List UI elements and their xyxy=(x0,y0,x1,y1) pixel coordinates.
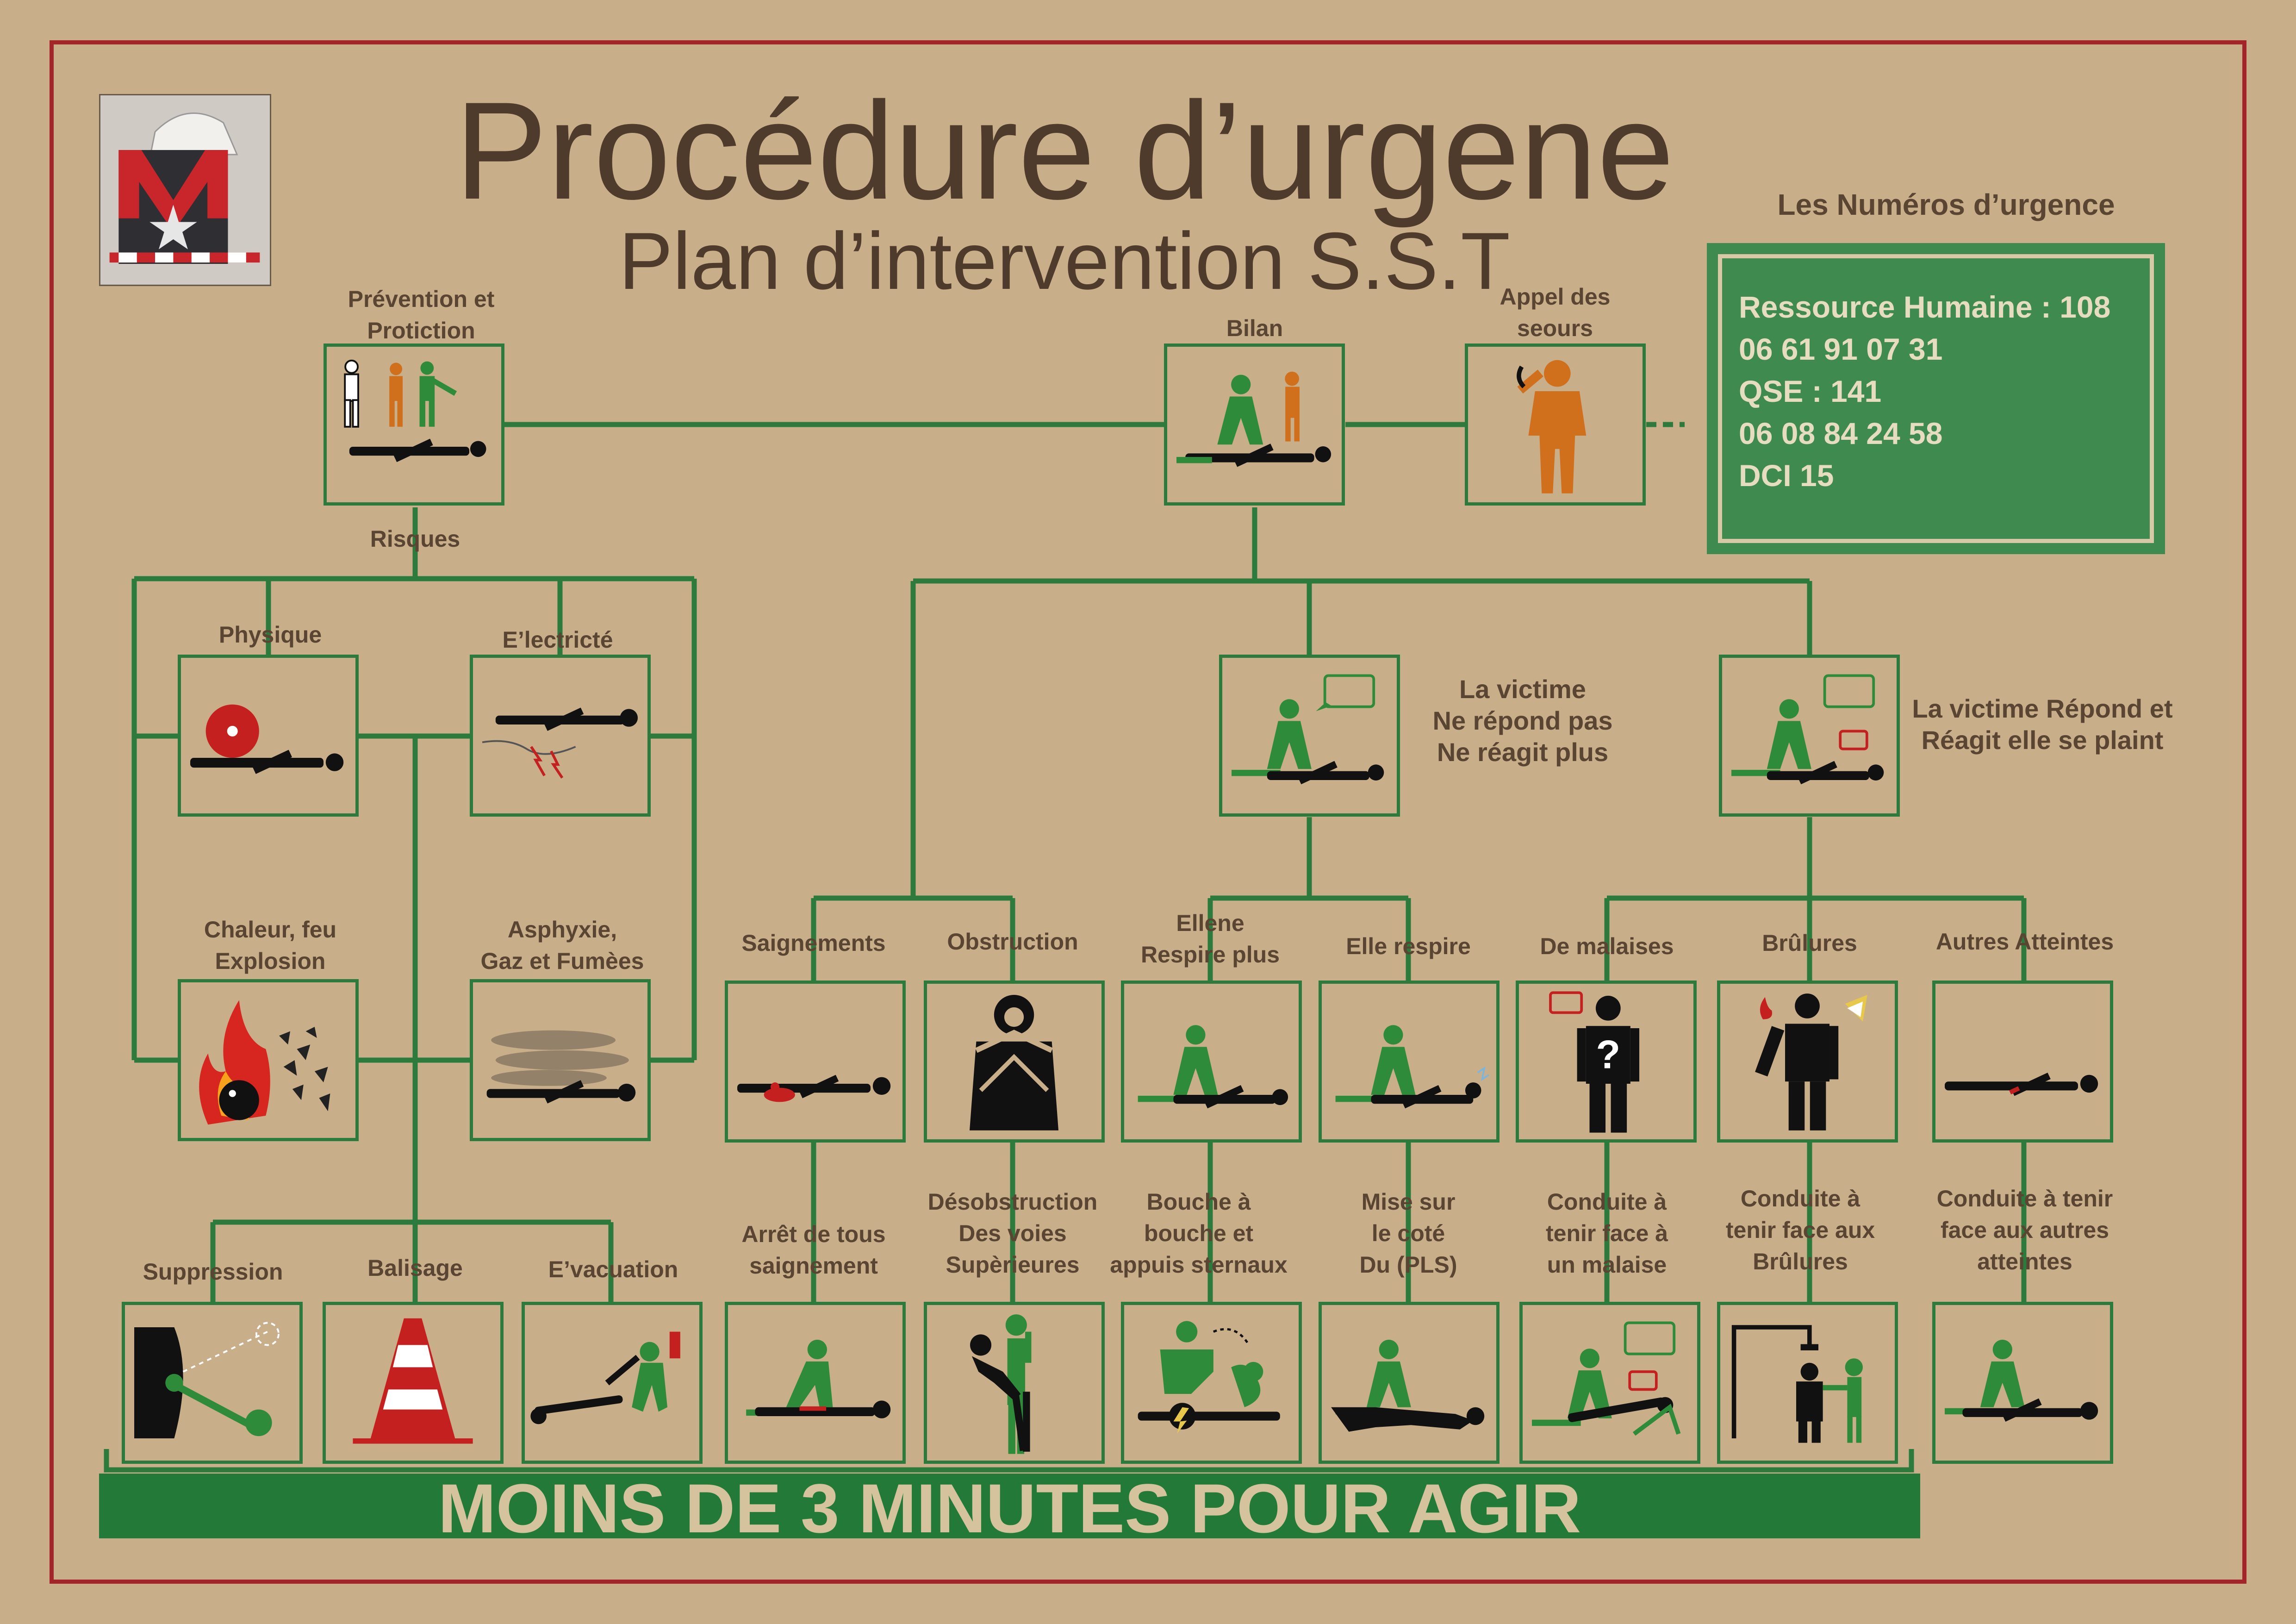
gas-smoke-icon xyxy=(486,1030,636,1104)
label-balisage: Balisage xyxy=(367,1255,463,1281)
box-prevention xyxy=(324,344,504,506)
label-victim-response: La victime Répond et Réagit elle se plai… xyxy=(1912,694,2173,755)
box-arret-saignement xyxy=(725,1302,906,1464)
label-physique: Physique xyxy=(218,622,322,648)
label-chaleur: Chaleur, feu Explosion xyxy=(204,917,337,974)
box-malaises: ? xyxy=(1516,981,1697,1143)
box-chaleur xyxy=(178,979,359,1141)
box-saignements xyxy=(725,981,906,1143)
box-electricite xyxy=(470,655,651,817)
label-bouche-a-bouche: Bouche à bouche et appuis sternaux xyxy=(1110,1189,1288,1278)
choking-person-icon xyxy=(970,995,1059,1131)
emergency-line: DCI 15 xyxy=(1739,458,1834,493)
label-risques: Risques xyxy=(370,526,460,552)
breathing-victim-icon xyxy=(1335,1025,1489,1109)
box-appel xyxy=(1465,344,1646,506)
company-logo xyxy=(99,94,271,286)
burned-person-icon xyxy=(1755,993,1867,1131)
bilan-rescuer-icon xyxy=(1176,371,1332,467)
emergency-numbers-panel: Ressource Humaine : 108 06 61 91 07 31 Q… xyxy=(1707,243,2165,554)
svg-text:?: ? xyxy=(1596,1032,1620,1077)
label-elle-respire: Elle respire xyxy=(1346,933,1471,959)
box-pls xyxy=(1319,1302,1500,1464)
box-suppression xyxy=(122,1302,303,1464)
box-autres-atteintes xyxy=(1932,981,2113,1143)
care-unwell-icon xyxy=(1532,1321,1681,1436)
box-victim-no-response xyxy=(1219,655,1400,817)
label-desobstruction: Désobstruction Des voies Supèrieures xyxy=(927,1189,1098,1278)
emergency-line: Ressource Humaine : 108 xyxy=(1739,290,2111,324)
box-obstruction xyxy=(924,981,1105,1143)
box-conduite-brulures xyxy=(1717,1302,1898,1464)
label-appel: Appel des seours xyxy=(1500,284,1611,341)
electricity-hazard-icon xyxy=(482,707,638,779)
box-conduite-autres xyxy=(1932,1302,2113,1464)
label-asphyxie: Asphyxie, Gaz et Fumèes xyxy=(480,917,644,974)
label-obstruction: Obstruction xyxy=(947,929,1078,955)
box-desobstruction xyxy=(924,1302,1105,1464)
evacuation-drag-icon xyxy=(530,1331,680,1424)
emergency-line: 06 61 91 07 31 xyxy=(1739,332,1943,366)
box-physique xyxy=(178,655,359,817)
page-title: Procédure d’urgene xyxy=(454,73,1674,228)
page-subtitle: Plan d’intervention S.S.T xyxy=(618,216,1511,306)
switch-off-icon xyxy=(134,1322,280,1438)
emergency-line: QSE : 141 xyxy=(1739,374,1882,408)
label-conduite-brulures: Conduite à tenir face aux Brûlures xyxy=(1725,1186,1875,1274)
label-ne-respire-plus: Ellene Respire plus xyxy=(1140,910,1280,968)
unconscious-victim-icon xyxy=(1232,674,1384,785)
box-evacuation xyxy=(522,1302,703,1464)
no-breathing-icon xyxy=(1138,1025,1288,1109)
back-blows-icon xyxy=(970,1314,1032,1454)
box-conduite-malaise xyxy=(1519,1302,1700,1464)
physical-hazard-icon xyxy=(190,704,344,774)
label-autres-atteintes: Autres Atteintes xyxy=(1935,929,2114,955)
label-pls: Mise sur le coté Du (PLS) xyxy=(1359,1189,1457,1278)
label-brulures: Brûlures xyxy=(1762,930,1857,956)
cpr-icon xyxy=(1138,1321,1280,1434)
label-conduite-malaise: Conduite à tenir face à un malaise xyxy=(1545,1189,1668,1278)
label-suppression: Suppression xyxy=(143,1259,283,1285)
label-bilan: Bilan xyxy=(1226,315,1283,341)
other-injuries-icon xyxy=(1945,1072,2098,1096)
label-victim-no-response: La victime Ne répond pas Ne réagit plus xyxy=(1432,675,1613,767)
phone-call-person-icon xyxy=(1517,360,1587,493)
bottom-banner: MOINS DE 3 MINUTES POUR AGIR xyxy=(99,1474,1920,1543)
label-prevention: Prévention et Protiction xyxy=(348,286,495,344)
recovery-position-icon xyxy=(1331,1339,1485,1432)
label-malaises: De malaises xyxy=(1540,933,1674,959)
box-bouche-a-bouche xyxy=(1121,1302,1302,1464)
emergency-line: 06 08 84 24 58 xyxy=(1739,416,1943,450)
fire-explosion-icon xyxy=(199,1000,330,1125)
prevention-people-icon xyxy=(344,359,486,462)
pressure-bleeding-icon xyxy=(746,1339,891,1418)
box-ne-respire-plus xyxy=(1121,981,1302,1143)
label-evacuation: E’vacuation xyxy=(548,1256,678,1282)
company-logo-icon xyxy=(100,95,270,285)
label-saignements: Saignements xyxy=(741,930,886,956)
box-victim-response xyxy=(1719,655,1900,817)
box-brulures xyxy=(1717,981,1898,1143)
care-other-injuries-icon xyxy=(1945,1339,2098,1422)
traffic-cone-icon xyxy=(353,1318,473,1444)
label-conduite-autres: Conduite à tenir face aux autres atteint… xyxy=(1936,1186,2113,1274)
label-arret-saignement: Arrêt de tous saignement xyxy=(741,1221,886,1279)
box-elle-respire xyxy=(1319,981,1500,1143)
label-electricite: E’lectricté xyxy=(502,627,613,653)
box-bilan xyxy=(1164,344,1345,506)
page-frame xyxy=(50,40,2246,1584)
conscious-victim-icon xyxy=(1731,674,1884,785)
bleeding-victim-icon xyxy=(737,1074,891,1102)
emergency-title: Les Numéros d’urgence xyxy=(1777,188,2115,221)
unwell-person-icon: ? xyxy=(1549,991,1640,1133)
cooling-burn-shower-icon xyxy=(1731,1325,1863,1443)
box-balisage xyxy=(323,1302,504,1464)
box-asphyxie xyxy=(470,979,651,1141)
